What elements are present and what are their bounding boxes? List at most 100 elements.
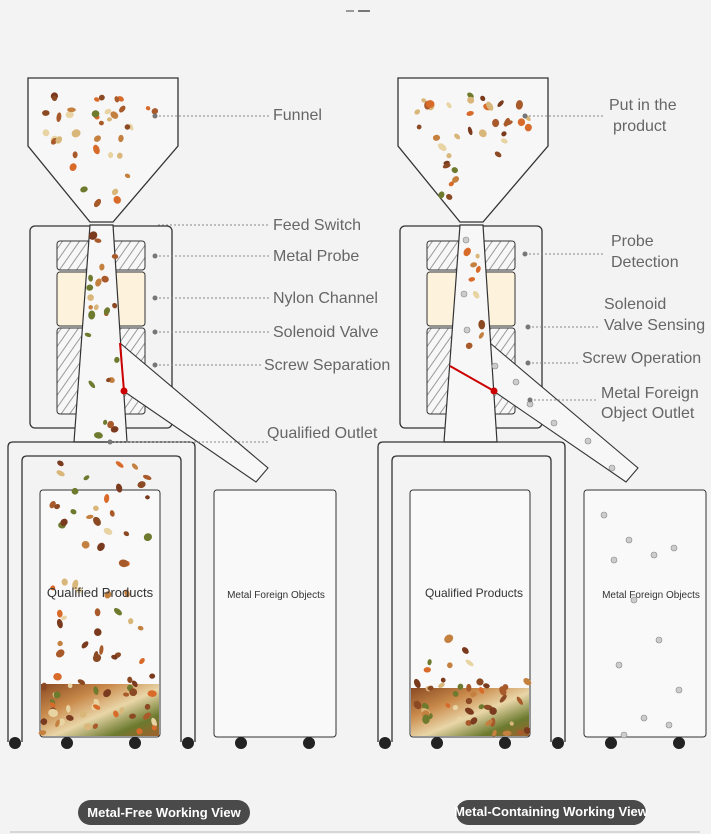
nut: [41, 682, 47, 691]
nut: [103, 527, 113, 535]
left-labels: Funnel Feed Switch Metal Probe Nylon Cha…: [107, 107, 390, 445]
nut: [422, 714, 430, 724]
left-machine: [7, 77, 337, 749]
caster-wheel: [673, 737, 685, 749]
nut: [151, 725, 157, 731]
nut: [53, 673, 62, 681]
nut: [123, 692, 130, 697]
nut: [113, 608, 122, 616]
nut: [108, 152, 114, 159]
caster-wheel: [9, 737, 21, 749]
nut: [101, 275, 109, 283]
metal-particle: [675, 686, 683, 694]
valve-pivot: [120, 387, 128, 395]
nut: [421, 98, 427, 103]
nut: [523, 678, 532, 686]
nut: [111, 254, 119, 259]
nut: [58, 718, 65, 726]
nut: [88, 274, 94, 282]
nut: [129, 688, 138, 697]
caster-wheel: [235, 737, 247, 749]
nut: [107, 420, 114, 429]
nut: [131, 680, 138, 688]
nut: [432, 134, 441, 141]
metal-particle: [463, 326, 471, 334]
nut: [118, 134, 124, 143]
nut: [94, 628, 102, 637]
label-metal-probe: Metal Probe: [273, 248, 359, 265]
funnel: [397, 77, 549, 223]
nut: [414, 109, 421, 115]
nut: [48, 708, 59, 717]
label-nylon-channel: Nylon Channel: [273, 290, 378, 307]
nut: [65, 111, 74, 119]
caster-wheel: [552, 737, 564, 749]
nut: [106, 377, 111, 383]
nut: [476, 678, 484, 686]
nut: [88, 305, 93, 310]
nut: [93, 135, 101, 142]
nut: [467, 126, 473, 136]
nut: [516, 696, 523, 705]
nut: [88, 231, 98, 240]
nut: [470, 262, 478, 268]
nut: [98, 120, 104, 126]
nut: [127, 618, 134, 625]
label-put-in-line2: product: [613, 118, 667, 135]
nut: [478, 319, 486, 330]
nut: [118, 559, 129, 568]
nut: [480, 95, 486, 102]
nut: [442, 163, 451, 169]
nut: [69, 163, 77, 172]
nut: [81, 641, 89, 649]
nut: [457, 716, 464, 722]
metal-bin: [213, 489, 337, 738]
label-outlet-line1: Metal Foreign: [601, 385, 699, 402]
nut: [500, 138, 508, 144]
nut: [444, 634, 454, 643]
nut: [103, 419, 108, 425]
caster-wheel: [379, 737, 391, 749]
nut: [137, 481, 146, 489]
nut: [93, 651, 99, 659]
metal-particle: [460, 290, 468, 298]
nut: [475, 253, 480, 259]
metal-particle: [670, 544, 678, 552]
nut: [103, 307, 111, 315]
nut: [467, 96, 475, 104]
nut: [56, 112, 62, 123]
nut: [470, 717, 478, 725]
nut: [440, 677, 446, 683]
nut: [416, 124, 422, 130]
nut: [111, 188, 119, 196]
nut: [86, 284, 94, 291]
nut: [84, 332, 92, 338]
metal-particle: [640, 714, 648, 722]
nut: [77, 679, 86, 685]
top-mark: [346, 10, 354, 12]
nut: [492, 118, 500, 128]
caster-wheel: [182, 737, 194, 749]
nut: [467, 92, 474, 99]
valve-flap: [449, 365, 495, 392]
nut: [446, 193, 453, 200]
label-probe-line1: Probe: [611, 233, 654, 250]
nut: [124, 124, 131, 130]
nut: [97, 542, 105, 551]
nut: [93, 432, 103, 439]
nut: [452, 690, 459, 697]
nut: [99, 263, 105, 271]
caster-wheel: [499, 737, 511, 749]
label-put-in-line1: Put in the: [609, 97, 677, 114]
nut: [465, 659, 474, 667]
bin-label-qualified-left: Qualified Products: [47, 585, 154, 600]
nut: [93, 516, 101, 526]
nut: [499, 694, 507, 703]
funnel: [27, 77, 179, 223]
nut: [38, 730, 47, 736]
nut: [149, 673, 156, 679]
nut: [87, 294, 94, 301]
nut: [452, 705, 459, 711]
nut: [92, 723, 99, 729]
nut: [42, 129, 50, 137]
